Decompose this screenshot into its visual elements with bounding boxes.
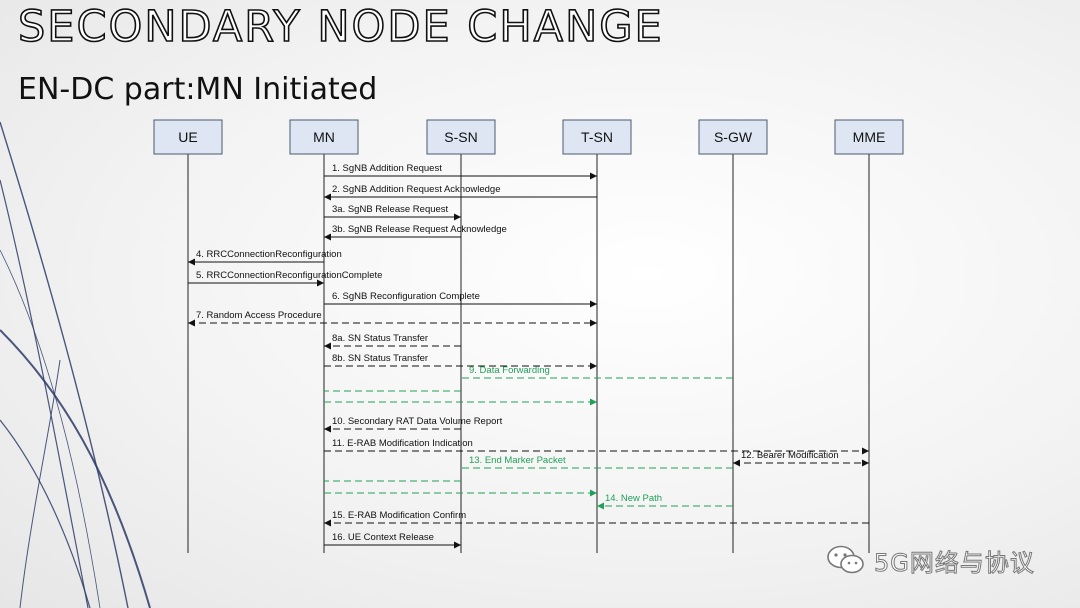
message-label: 3a. SgNB Release Request: [332, 204, 449, 215]
wechat-icon: [827, 545, 864, 574]
message-label: 10. Secondary RAT Data Volume Report: [332, 416, 503, 427]
decor-curve: [0, 419, 91, 608]
message-6: 5. RRCConnectionReconfigurationComplete: [188, 270, 382, 287]
message-17: 13. End Marker Packet: [461, 455, 733, 469]
node-s-gw: S-GW: [698, 119, 768, 553]
message-label: 8b. SN Status Transfer: [332, 353, 428, 364]
message-label: 4. RRCConnectionReconfiguration: [196, 249, 342, 260]
message-9: 8a. SN Status Transfer: [324, 333, 461, 350]
node-label: MME: [853, 129, 886, 145]
slide-title: SECONDARY NODE CHANGE: [17, 1, 664, 53]
message-11: 9. Data Forwarding: [461, 365, 733, 379]
message-10: 8b. SN Status Transfer: [324, 353, 597, 370]
message-5: 4. RRCConnectionReconfiguration: [188, 249, 342, 266]
decor-curve: [0, 179, 89, 608]
decor-curve: [0, 249, 101, 608]
message-label: 8a. SN Status Transfer: [332, 333, 428, 344]
decor-curve: [19, 359, 61, 608]
message-20: 14. New Path: [597, 493, 733, 510]
message-label: 15. E-RAB Modification Confirm: [332, 510, 466, 521]
node-box: [153, 119, 223, 155]
message-label: 6. SgNB Reconfiguration Complete: [332, 291, 480, 302]
slide-subtitle: EN-DC part:MN Initiated: [18, 72, 378, 107]
node-label: MN: [313, 129, 335, 145]
message-2: 2. SgNB Addition Request Acknowledge: [324, 184, 597, 201]
message-7: 6. SgNB Reconfiguration Complete: [324, 291, 597, 308]
message-14: 10. Secondary RAT Data Volume Report: [324, 416, 503, 433]
message-3: 3a. SgNB Release Request: [324, 204, 461, 221]
message-label: 3b. SgNB Release Request Acknowledge: [332, 224, 507, 235]
message-22: 16. UE Context Release: [324, 532, 461, 549]
decor-curve: [0, 329, 151, 608]
node-label: S-GW: [714, 129, 753, 145]
message-label: 12. Bearer Modification: [741, 450, 839, 461]
node-label: UE: [178, 129, 197, 145]
message-label: 16. UE Context Release: [332, 532, 434, 543]
node-ue: UE: [153, 119, 223, 553]
node-label: S-SN: [444, 129, 477, 145]
node-t-sn: T-SN: [562, 119, 632, 553]
node-s-sn: S-SN: [426, 119, 496, 553]
node-mn: MN: [289, 119, 359, 553]
message-4: 3b. SgNB Release Request Acknowledge: [324, 224, 507, 241]
node-box: [834, 119, 904, 155]
watermark: 5G网络与协议: [826, 540, 1035, 580]
message-16: 12. Bearer Modification: [733, 450, 869, 467]
node-box: [426, 119, 496, 155]
message-21: 15. E-RAB Modification Confirm: [324, 510, 869, 527]
message-label: 9. Data Forwarding: [469, 365, 550, 376]
node-box: [562, 119, 632, 155]
watermark-text: 5G网络与协议: [874, 548, 1035, 577]
decor-curve: [0, 121, 129, 608]
message-label: 5. RRCConnectionReconfigurationComplete: [196, 270, 382, 281]
message-label: 2. SgNB Addition Request Acknowledge: [332, 184, 500, 195]
node-box: [289, 119, 359, 155]
node-box: [698, 119, 768, 155]
node-label: T-SN: [581, 129, 613, 145]
message-8: 7. Random Access Procedure: [188, 310, 597, 327]
node-mme: MME: [834, 119, 904, 553]
message-15: 11. E-RAB Modification Indication: [324, 438, 869, 455]
message-label: 7. Random Access Procedure: [196, 310, 322, 321]
message-1: 1. SgNB Addition Request: [324, 163, 597, 180]
message-label: 11. E-RAB Modification Indication: [332, 438, 473, 449]
message-label: 1. SgNB Addition Request: [332, 163, 442, 174]
message-label: 13. End Marker Packet: [469, 455, 566, 466]
message-label: 14. New Path: [605, 493, 662, 504]
